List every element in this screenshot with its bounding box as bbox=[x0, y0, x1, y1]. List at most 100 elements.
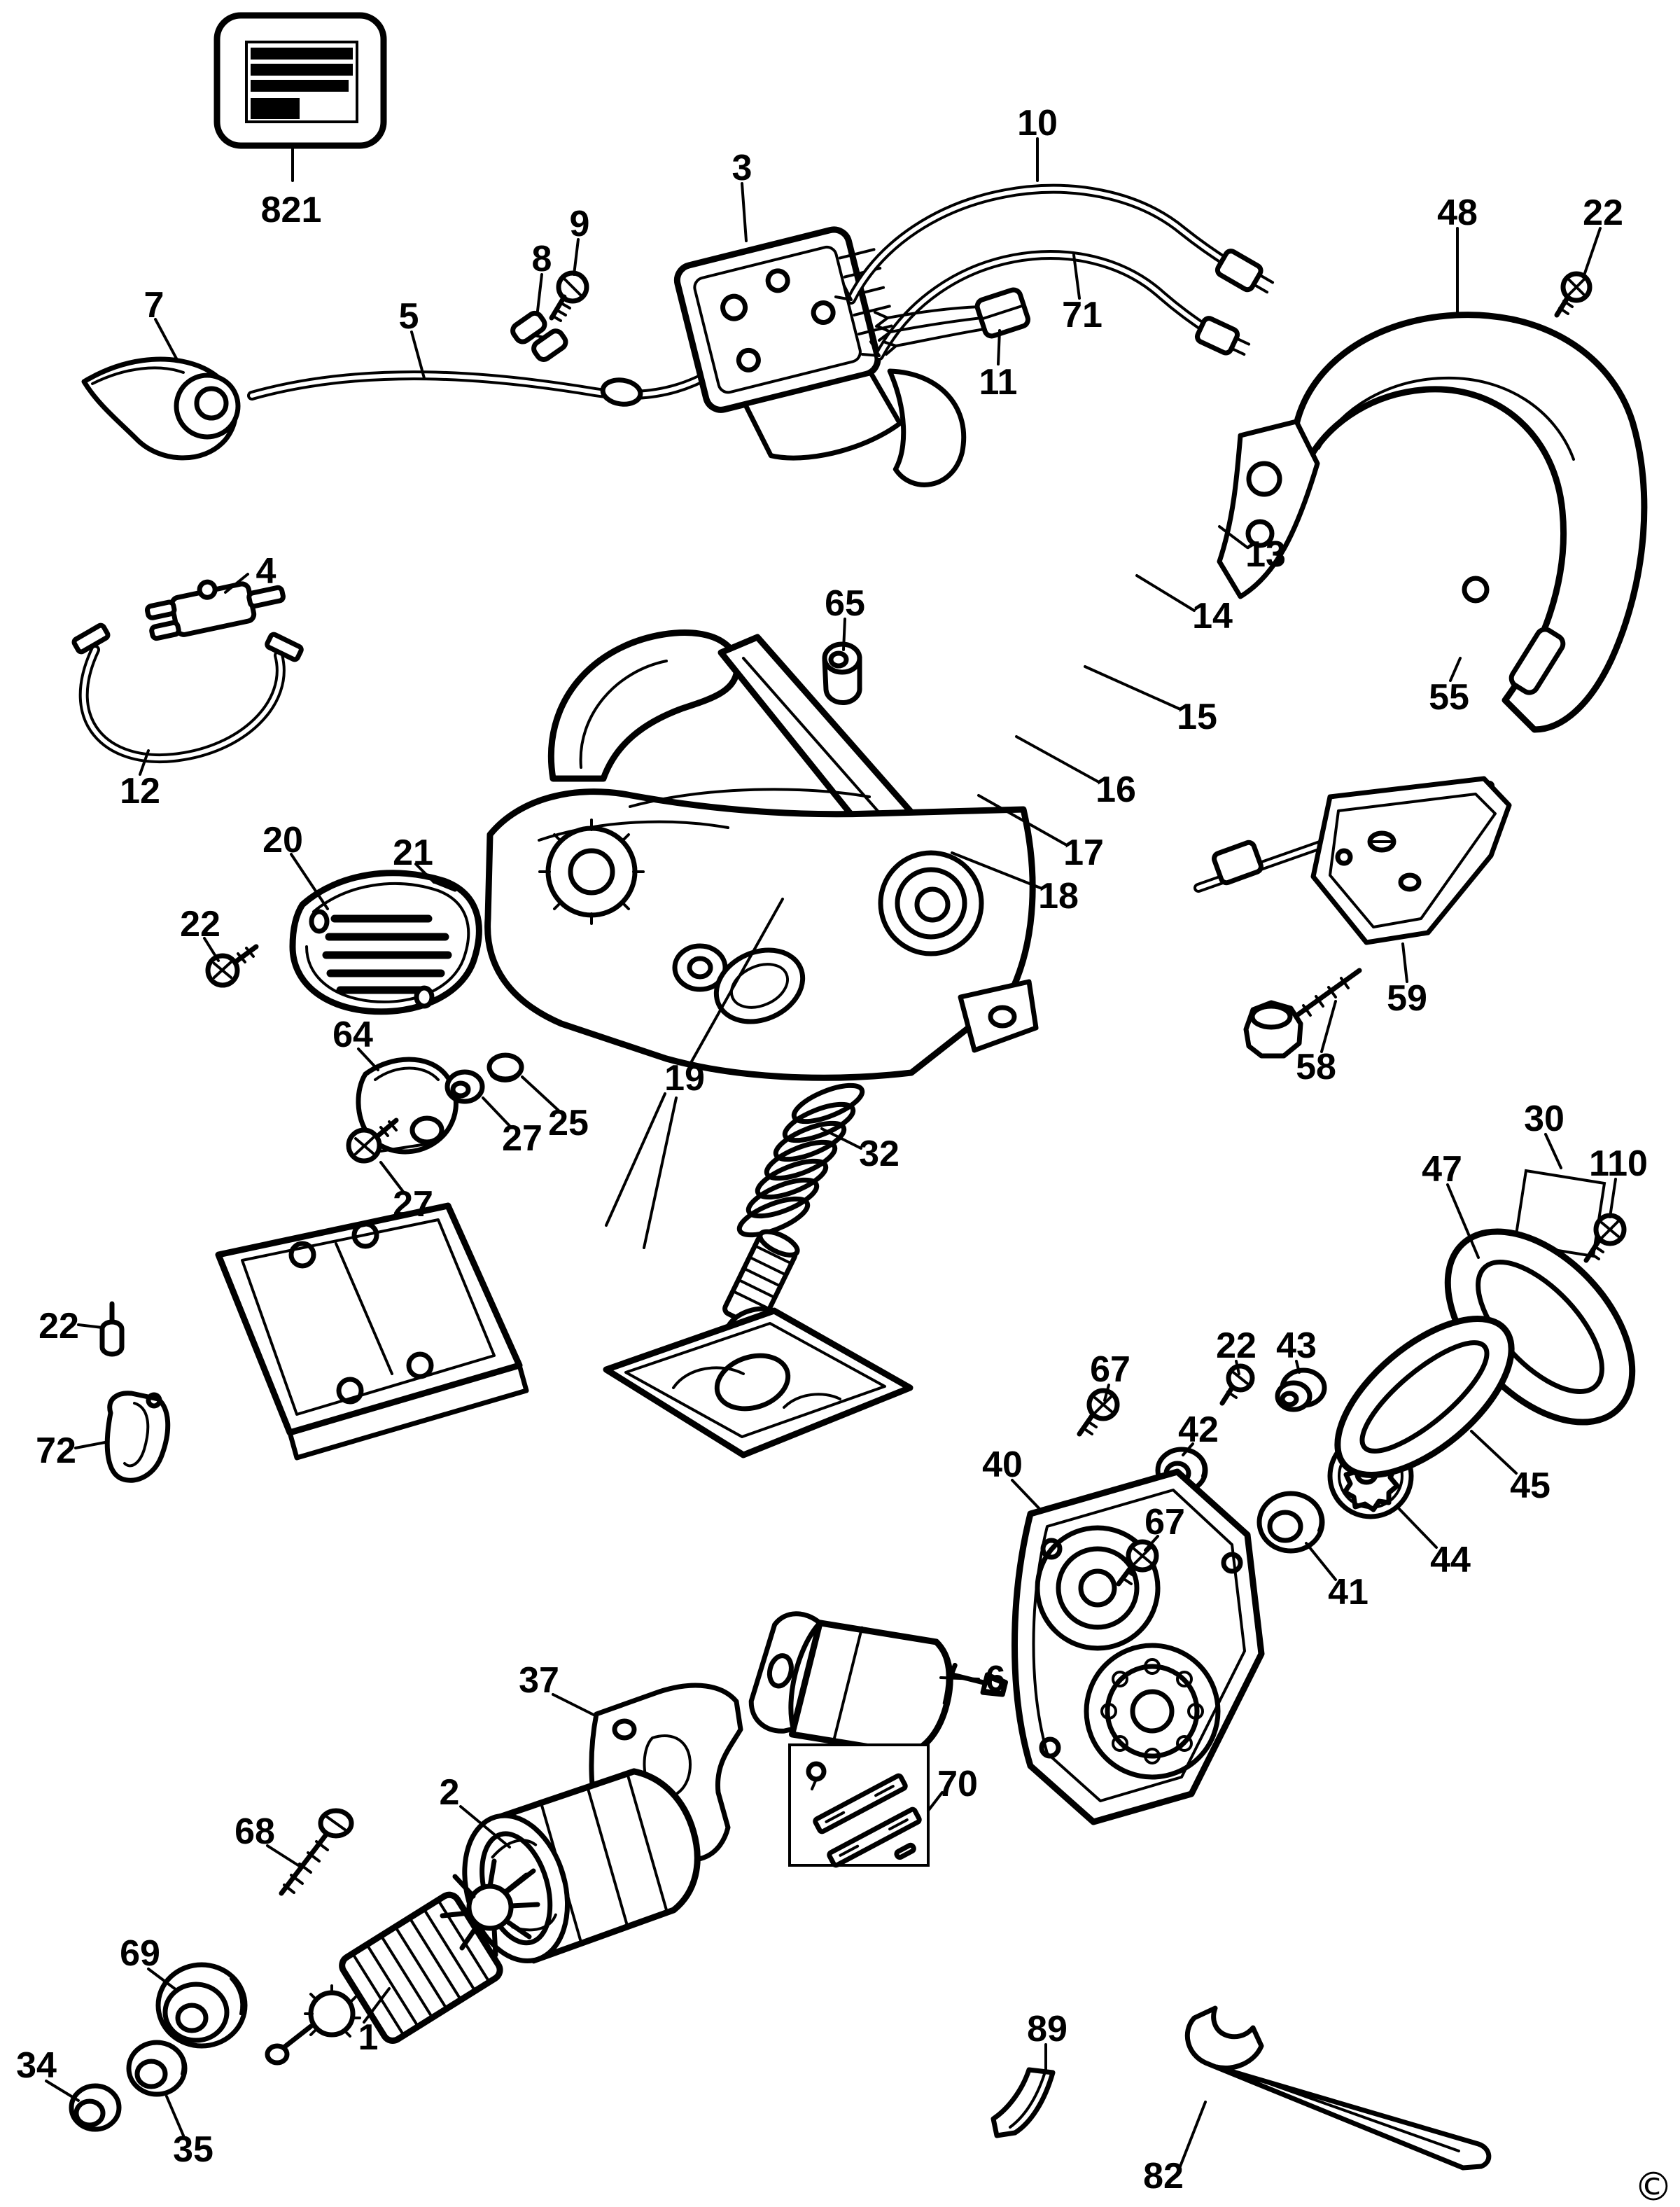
callout-7: 7 bbox=[144, 285, 164, 326]
leader-line-71 bbox=[1072, 253, 1081, 300]
leader-line-19 bbox=[605, 1092, 666, 1227]
callout-27: 27 bbox=[393, 1184, 433, 1225]
leader-line-20 bbox=[290, 853, 329, 910]
callout-82: 82 bbox=[1143, 2156, 1184, 2196]
leader-line-8 bbox=[536, 273, 543, 312]
leader-line-2 bbox=[459, 1805, 511, 1849]
callout-41: 41 bbox=[1328, 1572, 1368, 1613]
screw-68 bbox=[279, 1808, 354, 1896]
bushing-65 bbox=[822, 641, 862, 706]
callout-64: 64 bbox=[332, 1015, 373, 1055]
bushing-43 bbox=[1275, 1367, 1327, 1412]
callout-18: 18 bbox=[1038, 876, 1079, 917]
callout-3: 3 bbox=[732, 148, 752, 188]
callout-15: 15 bbox=[1177, 697, 1217, 737]
callout-17: 17 bbox=[1063, 833, 1104, 873]
leader-line-7 bbox=[154, 318, 178, 360]
leader-line-55 bbox=[1449, 657, 1462, 682]
leader-line-65 bbox=[842, 618, 846, 651]
switch bbox=[673, 226, 967, 487]
front-shoe-assembly bbox=[603, 1229, 913, 1458]
height-adjust-spring bbox=[736, 1082, 865, 1238]
callout-71: 71 bbox=[1062, 295, 1102, 335]
leader-line-58 bbox=[1320, 1000, 1337, 1053]
callout-1: 1 bbox=[358, 2017, 379, 2058]
callout-9: 9 bbox=[570, 204, 590, 244]
callout-68: 68 bbox=[234, 1811, 275, 1852]
callout-35: 35 bbox=[173, 2129, 214, 2170]
callout-6: 6 bbox=[986, 1659, 1006, 1699]
leader-line-3 bbox=[741, 182, 748, 242]
callout-13: 13 bbox=[1245, 534, 1286, 575]
fence bbox=[1194, 776, 1512, 945]
cable-10 bbox=[834, 183, 1275, 305]
leader-line-40 bbox=[1011, 1479, 1043, 1512]
callout-40: 40 bbox=[982, 1444, 1023, 1485]
screw-22-top bbox=[1554, 271, 1592, 318]
callout-69: 69 bbox=[120, 1933, 160, 1974]
rear-handle-housing bbox=[1217, 312, 1648, 733]
leader-line-34 bbox=[45, 2080, 80, 2102]
leader-line-11 bbox=[997, 329, 1001, 365]
callout-110: 110 bbox=[1589, 1143, 1648, 1184]
leader-line-64 bbox=[357, 1047, 379, 1071]
callout-4: 4 bbox=[256, 551, 276, 592]
bearing-41 bbox=[1256, 1491, 1325, 1554]
vented-cover bbox=[289, 870, 482, 1015]
cord-protector bbox=[81, 356, 241, 461]
base-shoe bbox=[215, 1202, 529, 1461]
screw-67-lower bbox=[1116, 1539, 1159, 1587]
leader-line-15 bbox=[1084, 665, 1180, 710]
callout-37: 37 bbox=[519, 1660, 559, 1701]
callout-16: 16 bbox=[1096, 770, 1136, 810]
leader-line-67 bbox=[1144, 1535, 1159, 1552]
leader-line-44 bbox=[1396, 1505, 1438, 1549]
leader-line-82 bbox=[1179, 2101, 1207, 2168]
leader-line-67 bbox=[1103, 1384, 1110, 1402]
armature-fan bbox=[440, 1858, 540, 1958]
callout-72: 72 bbox=[36, 1430, 76, 1471]
terminal-link bbox=[510, 310, 568, 362]
leader-line-17 bbox=[977, 794, 1067, 846]
callout-45: 45 bbox=[1510, 1465, 1550, 1506]
callout-5: 5 bbox=[399, 296, 419, 337]
cap-34 bbox=[69, 2083, 122, 2132]
leader-line-110 bbox=[1609, 1178, 1617, 1218]
leader-line-47 bbox=[1446, 1183, 1480, 1259]
screw-67-upper bbox=[1077, 1388, 1120, 1437]
leader-line-27 bbox=[482, 1096, 512, 1129]
callout-44: 44 bbox=[1430, 1540, 1471, 1580]
callout-67: 67 bbox=[1144, 1502, 1185, 1543]
copyright-mark: © bbox=[1634, 2165, 1673, 2207]
callout-70: 70 bbox=[937, 1764, 978, 1804]
connector-11 bbox=[874, 287, 1030, 356]
leader-line-72 bbox=[74, 1441, 106, 1449]
leader-line-13 bbox=[1218, 525, 1249, 549]
main-body bbox=[484, 629, 1039, 1081]
screw-27 bbox=[346, 1118, 399, 1164]
leader-line-5 bbox=[410, 330, 426, 380]
leader-line-59 bbox=[1401, 942, 1408, 983]
leader-line-19 bbox=[690, 898, 784, 1063]
leader-line-1 bbox=[363, 1987, 391, 2024]
leader-line-68 bbox=[266, 1844, 300, 1867]
callout-14: 14 bbox=[1192, 596, 1233, 636]
bearing-35 bbox=[126, 2040, 188, 2097]
leader-line-30 bbox=[1544, 1133, 1562, 1169]
screw-110 bbox=[1583, 1213, 1627, 1263]
clamp-screw bbox=[1243, 968, 1362, 1059]
leader-line-22 bbox=[77, 1323, 104, 1329]
leader-line-16 bbox=[1015, 735, 1099, 783]
callout-22: 22 bbox=[38, 1306, 79, 1346]
leader-line-70 bbox=[927, 1791, 944, 1812]
callout-821: 821 bbox=[261, 190, 322, 230]
clip-72 bbox=[104, 1391, 171, 1483]
callout-19: 19 bbox=[664, 1058, 705, 1099]
cable-71 bbox=[861, 250, 1251, 361]
callout-8: 8 bbox=[532, 239, 552, 279]
callout-25: 25 bbox=[548, 1103, 589, 1143]
callout-67: 67 bbox=[1090, 1349, 1130, 1390]
leader-line-27 bbox=[379, 1161, 405, 1193]
